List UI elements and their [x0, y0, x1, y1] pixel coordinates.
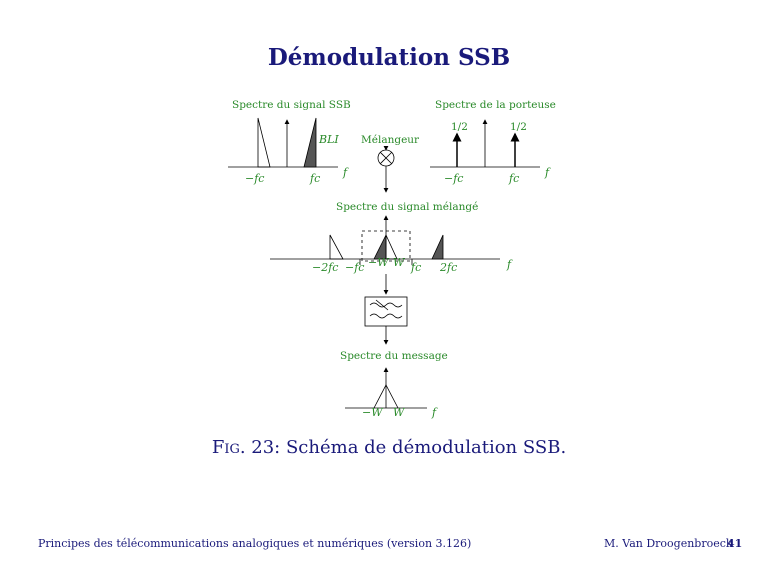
- footer-course-title: Principes des télécommunications analogi…: [38, 537, 472, 550]
- mixed-tick-2fc: 2fc: [439, 261, 457, 274]
- ssb-neg-band: [257, 117, 271, 168]
- mixed-baseband-filter-window: [361, 230, 411, 262]
- carrier-spectrum-title: Spectre de la porteuse: [435, 99, 556, 111]
- figure-caption-prefix: Fig. 23:: [211, 437, 281, 458]
- message-triangle: [373, 384, 399, 409]
- lowpass-filter-icon: [364, 296, 408, 327]
- mixed-tick-m2fc: −2fc: [312, 261, 338, 274]
- message-spectrum-title: Spectre du message: [340, 350, 448, 362]
- figure-caption: Fig. 23: Schéma de démodulation SSB.: [0, 437, 778, 458]
- ssb-pos-band-bli: [303, 117, 317, 168]
- message-tick-mw: −W: [362, 406, 384, 419]
- mixed-tick-fc: fc: [410, 261, 421, 274]
- carrier-spectrum-plot: Spectre de la porteuse 1/2 1/2 −fc fc f: [430, 99, 556, 185]
- footer-page-number: 41: [727, 537, 743, 550]
- mixed-tick-mfc: −fc: [345, 261, 364, 274]
- message-tick-w: W: [393, 406, 406, 419]
- carrier-tick-fc: fc: [508, 172, 519, 185]
- lowpass-filter-block: [364, 274, 408, 345]
- ssb-axis-f: f: [342, 166, 349, 179]
- mixer-block: Mélangeur: [361, 134, 420, 193]
- carrier-amp-right: 1/2: [510, 121, 527, 133]
- mixed-tick-mw: −W: [368, 256, 390, 269]
- message-axis-f: f: [431, 406, 438, 419]
- message-spectrum-plot: Spectre du message −W W f: [340, 350, 448, 419]
- mixed-tick-w: W: [393, 256, 406, 269]
- ssb-tick-fc: fc: [309, 172, 320, 185]
- ssb-tick-neg-fc: −fc: [245, 172, 264, 185]
- mixed-baseband-right: [385, 234, 398, 260]
- mixer-label: Mélangeur: [361, 134, 420, 146]
- mixed-spectrum-plot: Spectre du signal mélangé −2fc −fc −W W …: [270, 201, 513, 274]
- ssb-spectrum-title: Spectre du signal SSB: [232, 99, 351, 111]
- slide-title: Démodulation SSB: [267, 44, 511, 71]
- ssb-bli-label: BLI: [318, 133, 339, 146]
- figure-caption-text: Schéma de démodulation SSB.: [280, 437, 567, 458]
- mixed-band-2fc: [431, 234, 444, 260]
- mixed-band-m2fc: [329, 234, 344, 260]
- carrier-amp-left: 1/2: [451, 121, 468, 133]
- mixed-spectrum-title: Spectre du signal mélangé: [336, 201, 478, 213]
- footer-author: M. Van Droogenbroeck: [604, 537, 733, 550]
- mixed-axis-f: f: [506, 258, 513, 271]
- ssb-spectrum-plot: Spectre du signal SSB BLI −fc fc f: [228, 99, 351, 185]
- carrier-tick-neg-fc: −fc: [444, 172, 463, 185]
- carrier-axis-f: f: [544, 166, 551, 179]
